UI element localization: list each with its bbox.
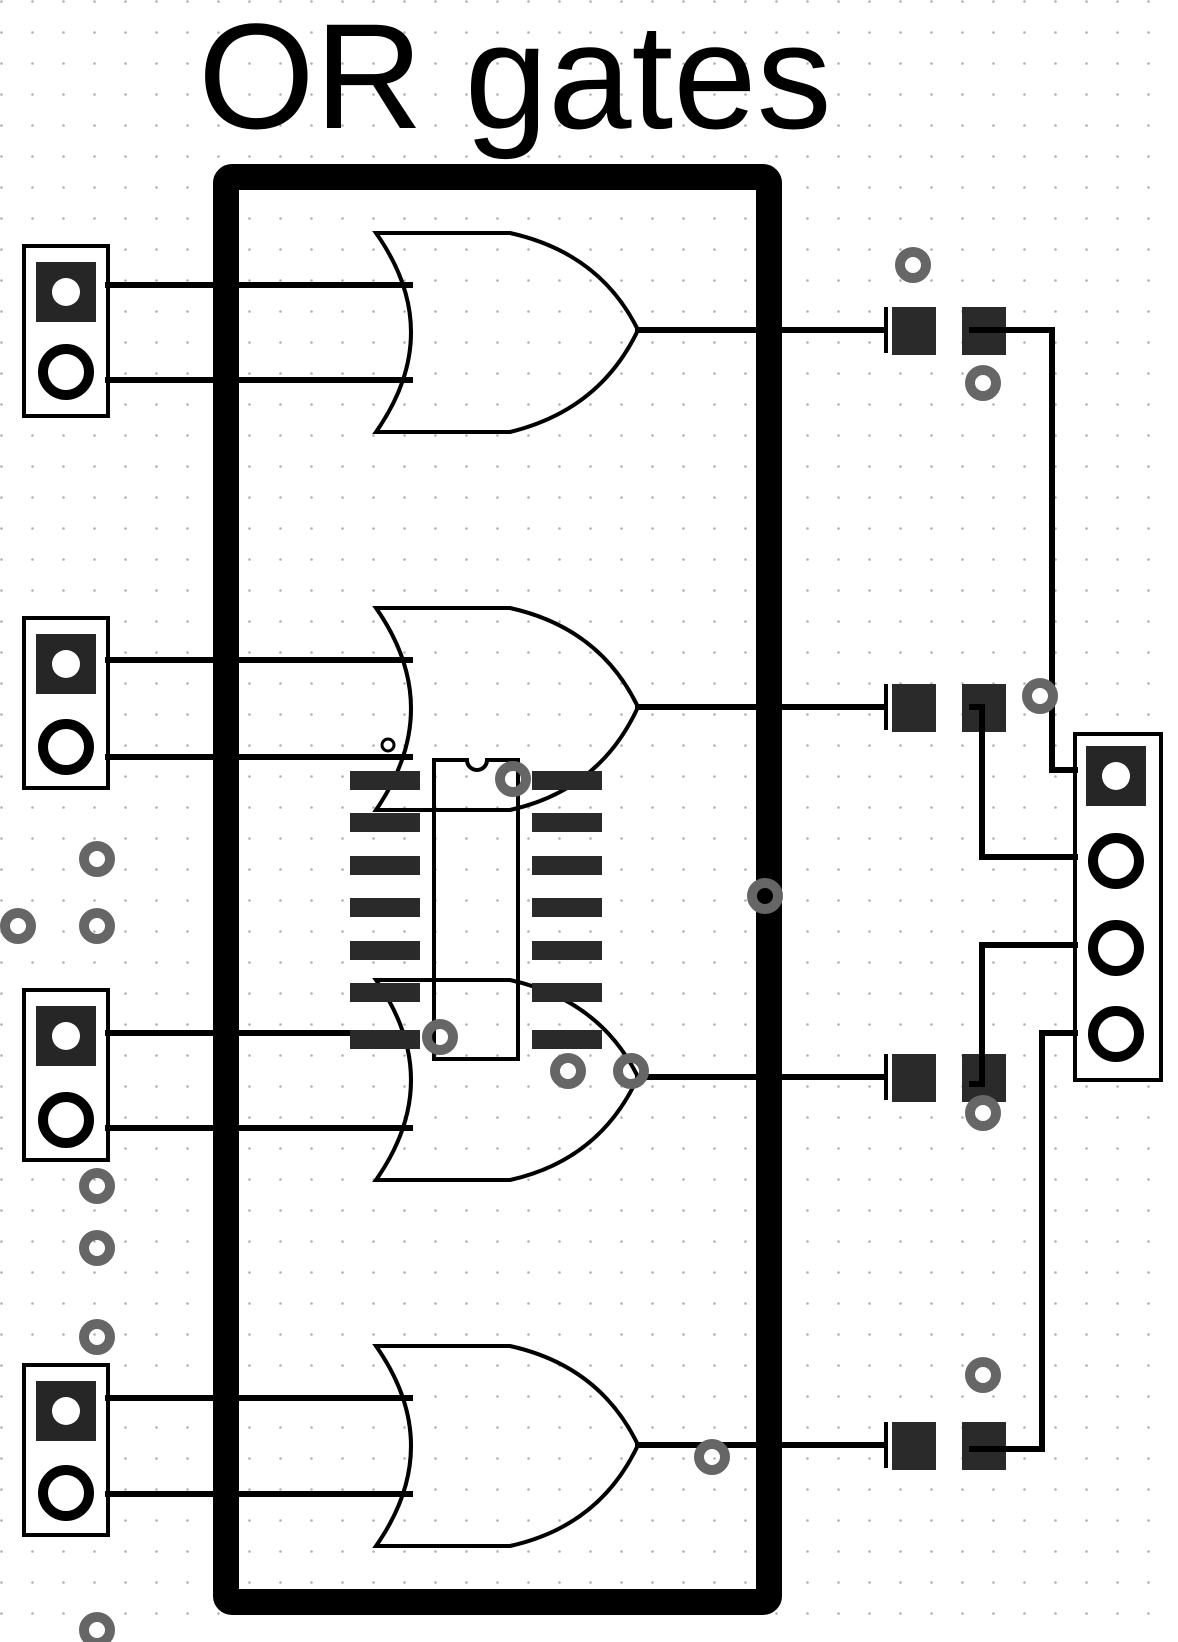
ic-footprint[interactable] [350,737,602,1061]
or-gate-4[interactable] [372,1344,641,1548]
output-smd-pair-1[interactable] [884,307,1006,355]
ic-left-pads [350,771,420,1049]
diagram-title: OR gates [198,0,832,160]
input-header-1[interactable] [22,244,110,418]
output-routing [969,327,1078,1452]
ic-right-pads [532,771,602,1049]
board-outline [213,164,782,1615]
or-gate-1[interactable] [372,231,641,434]
ic-body-outline [432,758,520,1061]
input-header-4[interactable] [22,1363,110,1537]
vias [0,247,1058,1642]
output-header[interactable] [1073,732,1163,1082]
ic-pin1-marker [380,737,396,753]
input-wires [105,282,413,1497]
input-header-3[interactable] [22,988,110,1162]
or-gate-3[interactable] [372,978,641,1182]
output-wires [635,327,885,1448]
input-header-2[interactable] [22,616,110,790]
